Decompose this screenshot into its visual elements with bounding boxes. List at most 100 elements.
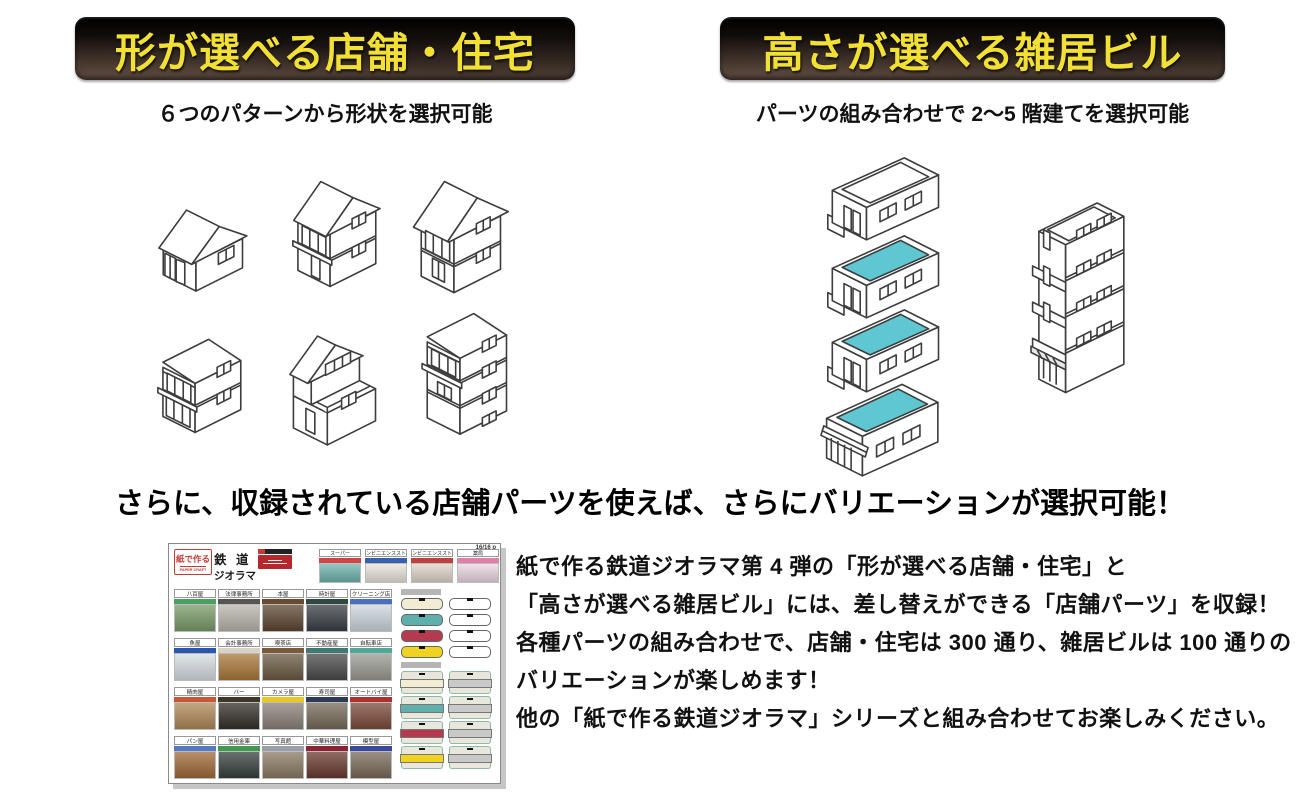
shop-photo [411,563,453,583]
awning-part [401,630,443,642]
sheet-page-number: 16/16 p [475,545,496,551]
shop-cell: 喫茶店 [262,638,304,685]
shop-label: カメラ屋 [262,687,304,696]
sign-part [400,696,444,719]
logo-en-text: PAPER CRAFT [179,565,207,572]
shop-photo [365,563,407,583]
awning-part [449,614,491,626]
paper-craft-logo-box: 紙で作る PAPER CRAFT [174,549,212,575]
shop-label: パン屋 [174,736,216,745]
shop-label: 会計事務所 [218,638,260,647]
shop-label: 薬局 [457,549,499,557]
left-section-banner: 形が選べる店舗・住宅 [75,17,575,80]
parts-sheet-thumbnail: 16/16 p 紙で作る PAPER CRAFT 鉄 道 ジオラマ スーパー コ… [168,543,501,784]
description-line: バリエーションが楽しめます！ [516,668,831,693]
floor-module-roof-illustration [826,148,952,249]
shop-cell: 本屋 [262,589,304,636]
sign-parts-row [400,696,499,719]
shop-photo [457,563,499,583]
sign-part [400,671,444,694]
shop-photo [350,702,392,730]
right-section-banner: 高さが選べる雑居ビル [720,17,1225,80]
bottom-headline: さらに、収録されている店舗パーツを使えば、さらにバリエーションが選択可能！ [114,488,1186,520]
house-pattern-3-illustration [404,172,516,301]
shop-sign [262,697,304,702]
shop-photo [174,702,216,730]
shop-label: 喫茶店 [262,638,304,647]
shop-cell: 模型屋 [350,736,392,783]
sign-parts-row [400,746,499,769]
shop-photo [218,751,260,779]
shop-photo [262,702,304,730]
sheet-logo: 紙で作る PAPER CRAFT 鉄 道 ジオラマ [174,549,292,583]
shop-photo [218,702,260,730]
shop-cell: オートバイ屋 [350,687,392,734]
shop-cell: コンビニエンスストア [411,549,453,583]
shop-photo [262,604,304,632]
awning-part [401,614,443,626]
shop-photo [306,604,348,632]
logo-right [258,549,292,583]
house-pattern-1-illustration [146,192,258,300]
shop-cell: 法律事務所 [218,589,260,636]
shop-sign [262,599,304,604]
description-line: 各種パーツの組み合わせで、店舗・住宅は 300 通り、雑居ビルは 100 通りの [516,630,1292,655]
shop-cell: 精肉屋 [174,687,216,734]
shop-photo [174,604,216,632]
description-line: 紙で作る鉄道ジオラマ第 4 弾の「形が選べる店舗・住宅」と [516,554,1127,579]
maker-mark [258,549,292,554]
left-section-subtitle: ６つのパターンから形状を選択可能 [157,103,493,126]
sheet-parts-column [400,589,499,771]
shop-sign [218,599,260,604]
shop-sign [174,746,216,751]
shop-cell: 会計事務所 [218,638,260,685]
shop-label: オートバイ屋 [350,687,392,696]
shop-cell: 中華料理屋 [306,736,348,783]
parts-group-label [401,662,441,668]
awning-parts-row [401,614,499,626]
shop-cell: パン屋 [174,736,216,783]
awning-part [449,598,491,610]
sign-part [448,721,492,744]
shop-photo [319,563,361,583]
sign-part [400,746,444,769]
shop-label: 八百屋 [174,589,216,598]
shop-cell: 寿司屋 [306,687,348,734]
awning-parts-row [401,646,499,658]
shop-sign [218,746,260,751]
shop-label: 不動産屋 [306,638,348,647]
shop-cell: 時計屋 [306,589,348,636]
shop-photo [350,653,392,681]
description-paragraph: 紙で作る鉄道ジオラマ第 4 弾の「形が選べる店舗・住宅」と 「高さが選べる雑居ビ… [516,548,1292,738]
house-pattern-6-illustration [410,292,522,443]
shop-sign [174,599,216,604]
shop-sign [174,648,216,653]
awning-part [449,646,491,658]
awning-parts-row [401,630,499,642]
shop-label: 時計屋 [306,589,348,598]
right-section-title: 高さが選べる雑居ビル [762,29,1183,76]
sign-parts-row [400,721,499,744]
floor-module-middle-illustration [826,300,952,401]
shop-cell: バー [218,687,260,734]
shop-photo [262,653,304,681]
shop-label: 写真館 [262,736,304,745]
shop-photo [306,751,348,779]
description-line: 他の「紙で作る鉄道ジオラマ」シリーズと組み合わせてお楽しみください。 [516,706,1280,731]
shop-label: 信用金庫 [218,736,260,745]
shop-sign [411,558,453,563]
description-line: 「高さが選べる雑居ビル」には、差し替えができる「店舗パーツ」を収録！ [516,592,1281,617]
shop-label: 中華料理屋 [306,736,348,745]
shop-photo [306,653,348,681]
shop-photo [350,751,392,779]
shop-sign [306,746,348,751]
left-section-title: 形が選べる店舗・住宅 [115,29,535,76]
shop-sign [319,558,361,563]
parts-group-label [401,589,441,595]
shop-label: スーパー [319,549,361,557]
shop-label: 法律事務所 [218,589,260,598]
shop-label: 精肉屋 [174,687,216,696]
shop-sign [350,746,392,751]
shop-label: 寿司屋 [306,687,348,696]
